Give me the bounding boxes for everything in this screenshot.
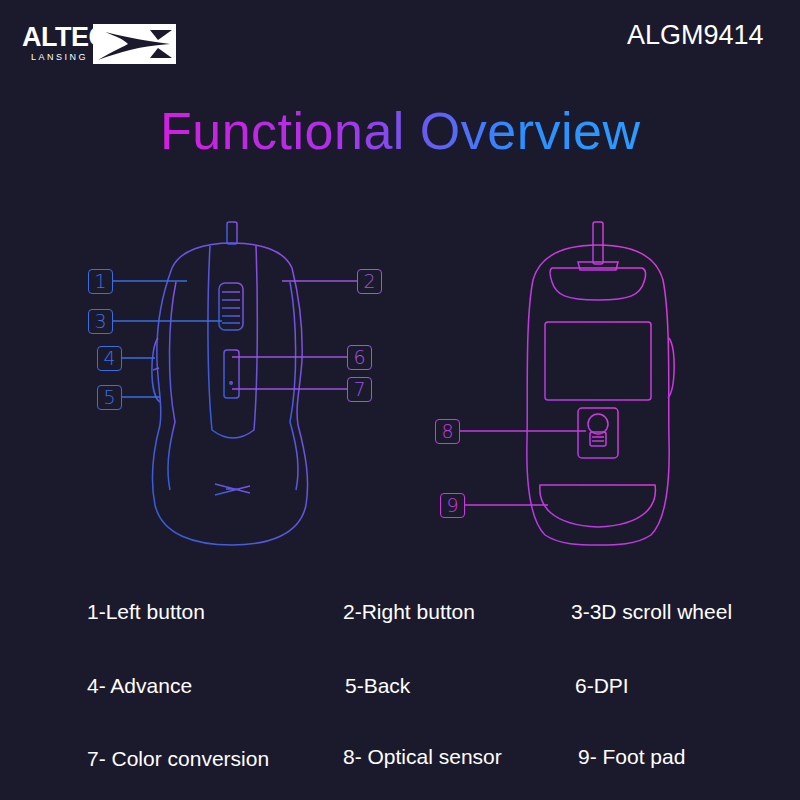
part-description: 1-Left button bbox=[87, 600, 205, 624]
part-description: 9- Foot pad bbox=[578, 745, 685, 769]
part-description: 7- Color conversion bbox=[87, 747, 269, 771]
callout-box: 6 bbox=[347, 345, 372, 370]
callout-box: 7 bbox=[347, 377, 372, 402]
brand-name: ALTEC bbox=[22, 22, 108, 53]
model-number: ALGM9414 bbox=[627, 20, 764, 51]
callout-number: 9 bbox=[446, 496, 458, 515]
callout-number: 3 bbox=[94, 312, 106, 331]
callout-number: 4 bbox=[103, 349, 115, 368]
callout-box: 1 bbox=[88, 269, 113, 294]
callout-number: 5 bbox=[103, 388, 115, 407]
callout-box: 4 bbox=[97, 346, 122, 371]
part-description: 8- Optical sensor bbox=[343, 745, 502, 769]
callout-box: 9 bbox=[440, 493, 465, 518]
callout-box: 8 bbox=[435, 419, 460, 444]
callout-number: 1 bbox=[94, 272, 106, 291]
callout-box: 2 bbox=[357, 269, 382, 294]
callout-number: 8 bbox=[441, 422, 453, 441]
mouse-top-view bbox=[152, 222, 308, 545]
page-title: Functional Overview bbox=[160, 102, 641, 162]
callout-box: 5 bbox=[97, 385, 122, 410]
callout-box: 3 bbox=[88, 309, 113, 334]
part-description: 3-3D scroll wheel bbox=[571, 600, 732, 624]
part-description: 6-DPI bbox=[575, 674, 629, 698]
part-description: 4- Advance bbox=[87, 674, 192, 698]
callout-number: 6 bbox=[353, 348, 365, 367]
part-description: 2-Right button bbox=[343, 600, 475, 624]
leader-lines bbox=[113, 281, 586, 505]
part-description: 5-Back bbox=[345, 674, 410, 698]
callout-number: 7 bbox=[353, 380, 365, 399]
brand-subname: LANSING bbox=[31, 52, 88, 62]
mouse-bottom-view bbox=[527, 222, 674, 545]
callout-number: 2 bbox=[363, 272, 375, 291]
